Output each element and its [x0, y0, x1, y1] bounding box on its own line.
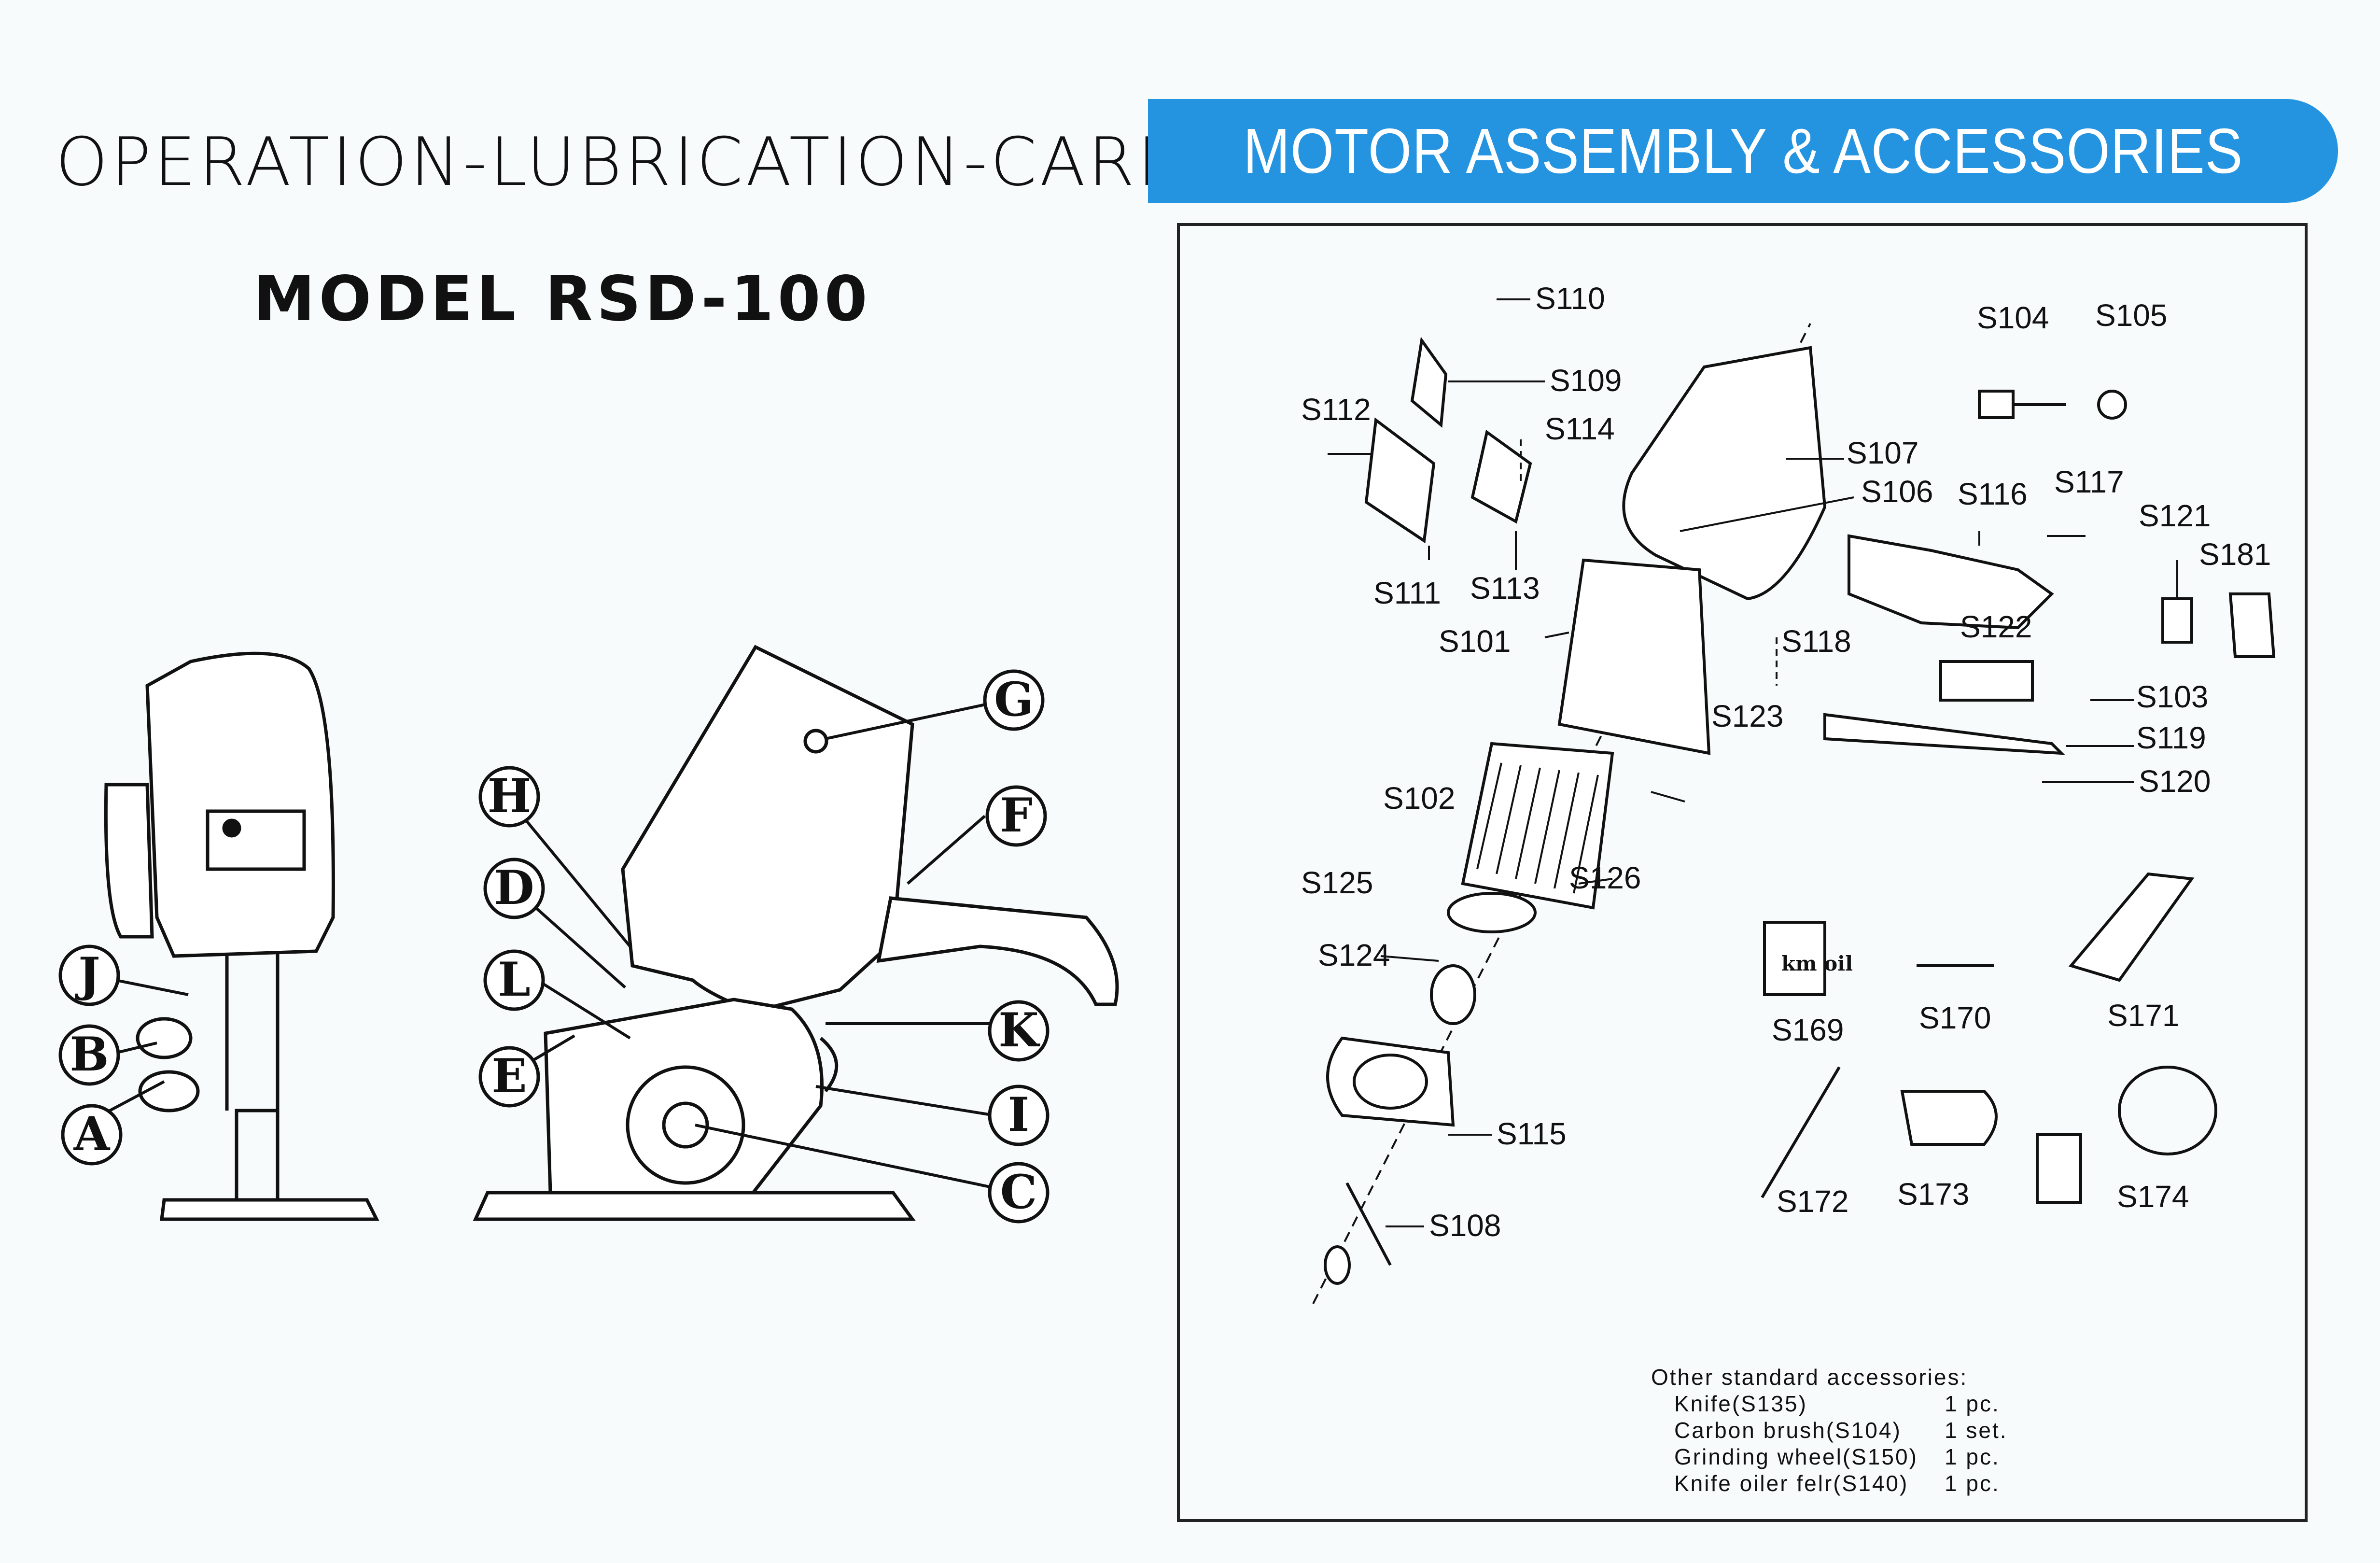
callout-H: H: [478, 766, 540, 828]
part-label: S116: [1958, 477, 2028, 511]
callout-F: F: [985, 785, 1047, 847]
part-label: S124: [1318, 938, 1390, 972]
part-label: S115: [1497, 1116, 1567, 1151]
part-label: S112: [1301, 392, 1371, 427]
part-leaders: [1328, 298, 2178, 1227]
part-label: S119: [2136, 720, 2206, 755]
part-label: S126: [1569, 860, 1641, 895]
part-label: S105: [2095, 298, 2167, 333]
svg-text:B: B: [70, 1027, 109, 1082]
accessory-name: Carbon brush(S104): [1674, 1418, 1902, 1443]
list-item: Grinding wheel(S150) 1 pc.: [1651, 1444, 2041, 1470]
callout-K: K: [988, 1000, 1050, 1062]
svg-text:C: C: [1000, 1165, 1037, 1219]
oil-sticker-text: km oil: [1781, 952, 1853, 975]
callout-L: L: [483, 949, 545, 1011]
callout-I: I: [988, 1084, 1050, 1146]
accessories-heading: Other standard accessories:: [1651, 1365, 1968, 1390]
svg-text:F: F: [1000, 788, 1033, 843]
accessory-qty: 1 pc.: [1945, 1444, 2000, 1469]
accessory-qty: 1 pc.: [1945, 1391, 2000, 1416]
accessory-qty: 1 pc.: [1945, 1471, 2000, 1496]
part-label: S113: [1470, 571, 1540, 605]
callout-J: J: [58, 944, 120, 1006]
part-label: S104: [1977, 300, 2049, 335]
svg-text:D: D: [494, 860, 534, 915]
svg-text:E: E: [491, 1049, 527, 1103]
part-label: S171: [2107, 998, 2179, 1033]
page-title: OPERATION-LUBRICATION-CARE: [56, 123, 1183, 201]
callout-G: G: [983, 669, 1045, 731]
banner-label: MOTOR ASSEMBLY & ACCESSORIES: [1243, 115, 2243, 186]
section-banner: MOTOR ASSEMBLY & ACCESSORIES: [1148, 99, 2338, 203]
callout-B: B: [58, 1024, 120, 1086]
part-label: S117: [2054, 465, 2124, 499]
svg-text:G: G: [994, 672, 1034, 727]
svg-text:L: L: [498, 952, 531, 1007]
part-label: S107: [1847, 436, 1918, 470]
part-label: S170: [1919, 1000, 1991, 1035]
part-label: S106: [1861, 474, 1933, 509]
callout-E: E: [478, 1046, 540, 1108]
part-label: S121: [2139, 498, 2211, 533]
part-label: S123: [1711, 699, 1783, 733]
part-label: S109: [1550, 363, 1622, 398]
part-label: S120: [2139, 764, 2211, 799]
part-label: S125: [1301, 865, 1373, 900]
exploded-motor: [1312, 323, 2276, 1304]
svg-text:J: J: [74, 947, 100, 1002]
list-item: Knife oiler felr(S140) 1 pc.: [1651, 1470, 2041, 1497]
accessory-name: Grinding wheel(S150): [1674, 1444, 1918, 1469]
part-label: S114: [1545, 411, 1615, 446]
other-accessories: Other standard accessories: Knife(S135) …: [1651, 1364, 2041, 1497]
callout-D: D: [483, 858, 545, 919]
cutter-front-view: [473, 645, 1119, 1221]
accessory-qty: 1 set.: [1945, 1418, 2008, 1443]
svg-text:K: K: [998, 1003, 1040, 1057]
part-label: S181: [2199, 537, 2271, 572]
part-label: S173: [1897, 1177, 1969, 1211]
part-labels: S110 S109 S112 S114 S111 S113 S107 S106 …: [1301, 281, 2271, 1243]
part-label: S172: [1777, 1184, 1848, 1219]
part-label: S111: [1373, 576, 1441, 610]
cutter-side-view: [104, 651, 379, 1221]
callout-A: A: [61, 1104, 123, 1166]
part-label: S103: [2136, 679, 2208, 714]
model-title: MODEL RSD-100: [253, 263, 871, 335]
svg-text:A: A: [73, 1107, 111, 1161]
svg-text:I: I: [1008, 1087, 1030, 1142]
exploded-view-frame: [1177, 223, 2308, 1522]
part-label: S101: [1439, 624, 1511, 659]
accessory-name: Knife oiler felr(S140): [1674, 1471, 1909, 1496]
svg-text:H: H: [488, 769, 532, 823]
list-item: Knife(S135) 1 pc.: [1651, 1391, 2041, 1417]
part-label: S102: [1383, 781, 1455, 816]
part-label: S108: [1429, 1208, 1501, 1243]
part-label: S169: [1772, 1013, 1844, 1047]
callout-C: C: [988, 1162, 1050, 1224]
list-item: Carbon brush(S104) 1 set.: [1651, 1417, 2041, 1444]
part-label: S122: [1960, 609, 2032, 644]
part-label: S110: [1535, 281, 1605, 316]
accessory-name: Knife(S135): [1674, 1391, 1807, 1416]
part-label: S174: [2117, 1179, 2189, 1214]
part-label: S118: [1781, 624, 1851, 659]
